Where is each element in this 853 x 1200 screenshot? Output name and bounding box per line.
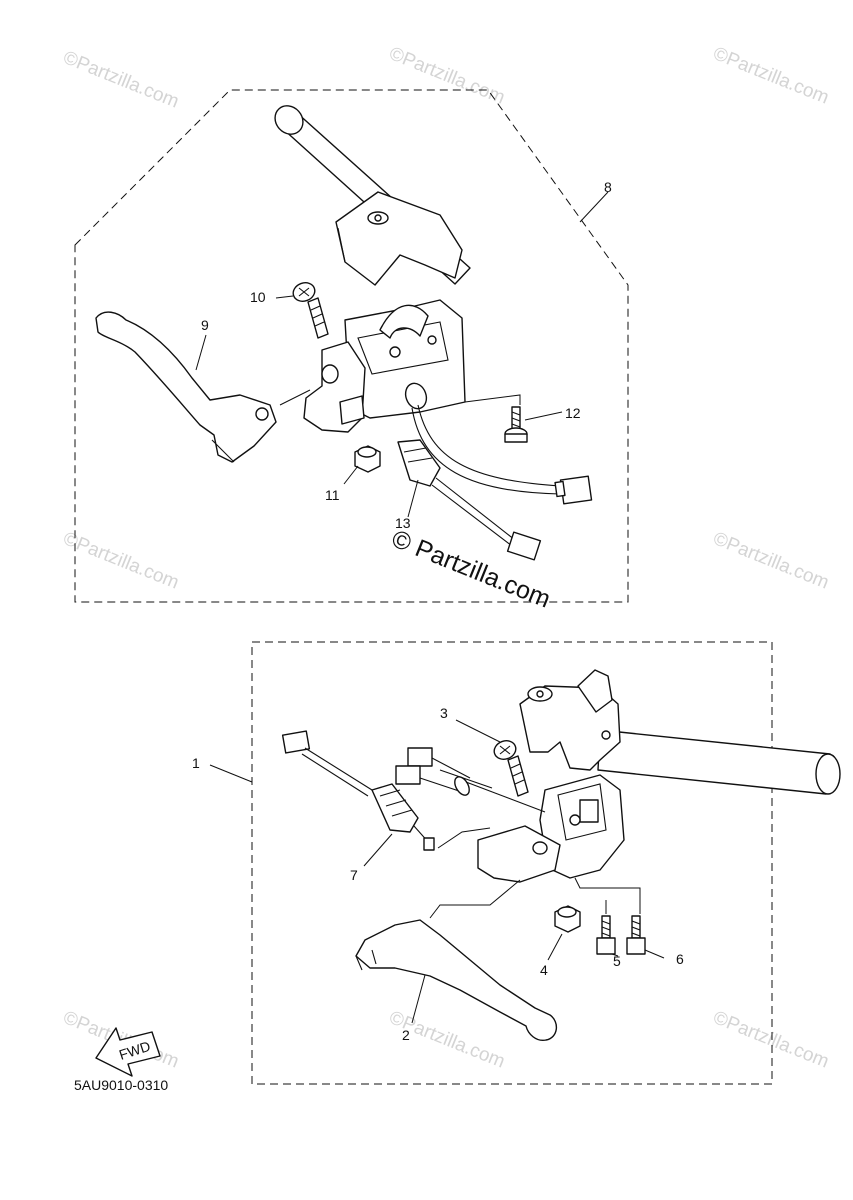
watermark-bottom-right: ©Partzilla.com [710, 1007, 832, 1072]
leader-12 [524, 411, 563, 421]
upper-assembly-boundary [74, 89, 629, 603]
callout-1: 1 [192, 755, 200, 771]
leader-10 [275, 295, 294, 299]
callout-9: 9 [201, 317, 209, 333]
callout-4: 4 [540, 962, 548, 978]
leader-screw12-dash [464, 394, 521, 405]
part-12-screw [504, 406, 528, 443]
leader-5 [611, 953, 619, 957]
callout-7: 7 [350, 867, 358, 883]
callout-2: 2 [402, 1027, 410, 1043]
callout-10: 10 [250, 289, 266, 305]
watermark-top-middle: ©Partzilla.com [386, 43, 508, 108]
leader-bracket-dash [279, 389, 311, 406]
leader-9 [195, 334, 207, 371]
upper-clamp-cap [335, 191, 463, 286]
leader-screws-dash [574, 877, 641, 914]
lower-assembly-boundary [251, 641, 773, 1085]
leader-2 [411, 974, 426, 1024]
fwd-arrow-icon: FWD [95, 1027, 161, 1077]
lower-clamp-cap [519, 669, 621, 771]
callout-13: 13 [395, 515, 411, 531]
upper-assembly: 8 9 10 11 12 13 [95, 105, 612, 561]
lower-lever-bracket [477, 825, 561, 883]
callout-5: 5 [613, 953, 621, 969]
part-5-screw [596, 915, 616, 955]
leader-switch7-dash [437, 827, 491, 849]
part-3-screw [493, 740, 529, 797]
leader-1 [209, 764, 253, 783]
leader-3 [455, 719, 501, 743]
upper-lever-bracket [303, 341, 366, 433]
part-6-screw [626, 915, 646, 955]
part-11-nut [354, 445, 381, 473]
lower-assembly: FWD 1 2 3 4 5 6 7 [95, 669, 841, 1077]
callout-8: 8 [604, 179, 612, 195]
part-9-lever [95, 311, 277, 463]
leader-7 [363, 833, 393, 867]
watermark-top-right: ©Partzilla.com [710, 43, 832, 108]
leader-lever2-dash [429, 879, 521, 919]
part-4-nut [554, 905, 581, 933]
upper-switch-wire [404, 382, 593, 505]
leader-11 [343, 465, 359, 485]
callout-12: 12 [565, 405, 581, 421]
leader-6 [644, 949, 665, 959]
lower-handlebar [597, 729, 841, 795]
watermark-top-left: ©Partzilla.com [60, 47, 182, 112]
part-7-switch [281, 730, 546, 851]
callout-3: 3 [440, 705, 448, 721]
callout-6: 6 [676, 951, 684, 967]
part-13-brake-switch [397, 439, 542, 561]
part-10-screw [292, 282, 329, 339]
diagram-code: 5AU9010-0310 [74, 1077, 168, 1093]
watermark-mid-right: ©Partzilla.com [710, 528, 832, 593]
callout-11: 11 [325, 487, 340, 503]
leader-8 [579, 191, 609, 223]
part-2-lever [355, 919, 557, 1041]
watermark-mid-left: ©Partzilla.com [60, 528, 182, 593]
leader-4 [547, 933, 563, 961]
leader-13 [407, 479, 419, 518]
